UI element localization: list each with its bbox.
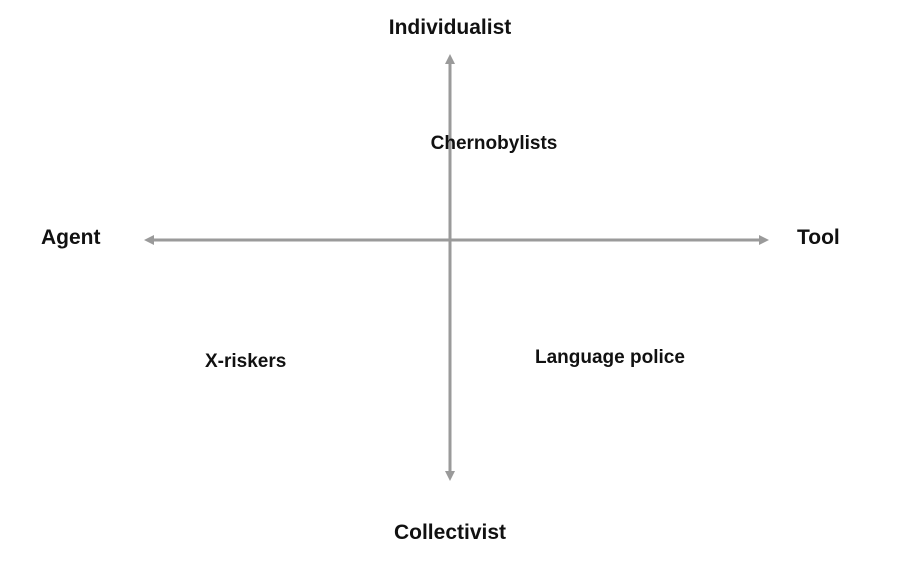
top-arrowhead — [445, 54, 455, 64]
quadrant-label-x-riskers: X-riskers — [205, 351, 287, 372]
axis-label-individualist: Individualist — [388, 16, 512, 39]
axis-label-collectivist: Collectivist — [393, 521, 507, 544]
bottom-arrowhead — [445, 471, 455, 481]
right-arrowhead — [759, 235, 769, 245]
axis-label-tool: Tool — [797, 226, 840, 249]
quadrant-label-chernobylists: Chernobylists — [430, 133, 558, 154]
left-arrowhead — [144, 235, 154, 245]
quadrant-label-language-police: Language police — [535, 347, 685, 368]
axis-label-agent: Agent — [41, 226, 101, 249]
